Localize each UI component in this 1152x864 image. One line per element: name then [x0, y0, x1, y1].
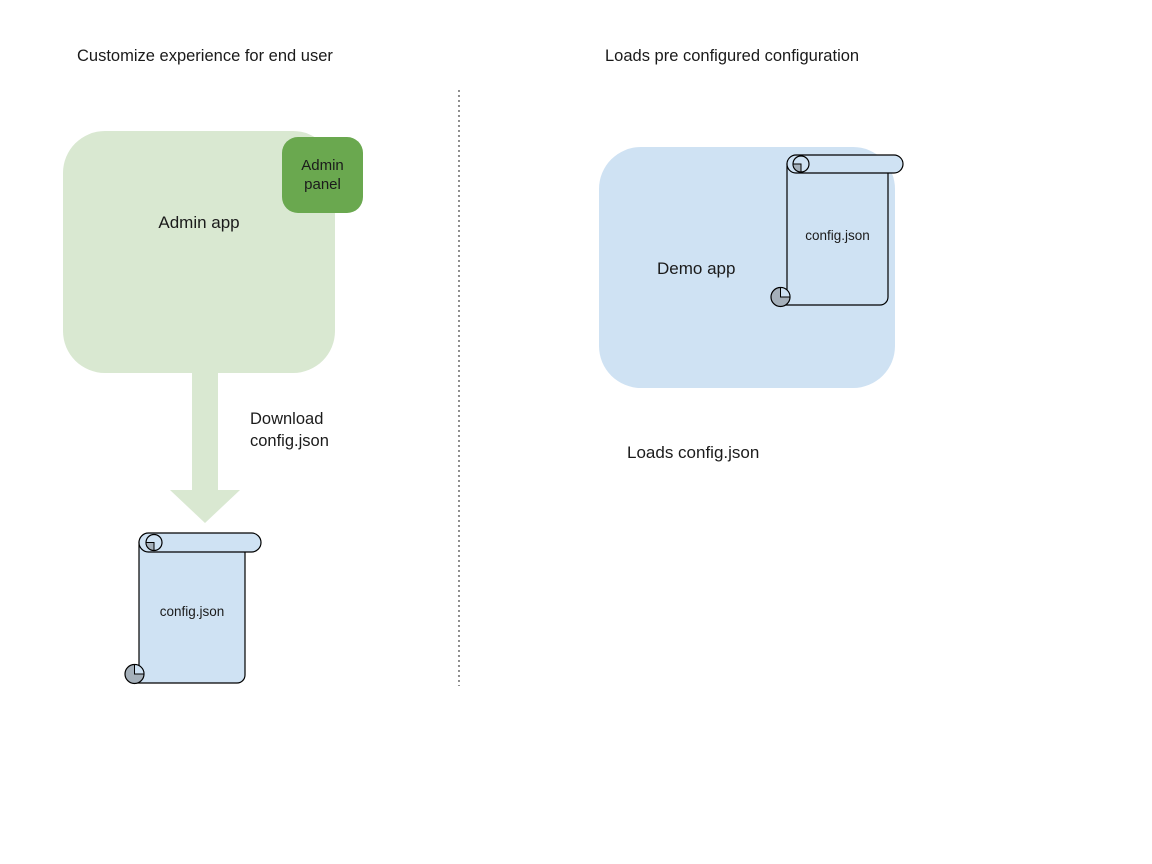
- admin-panel-box: Admin panel: [282, 137, 363, 213]
- right-section-title: Loads pre configured configuration: [605, 47, 860, 65]
- config-json-scroll-icon: [124, 532, 262, 685]
- config-json-scroll-icon: [770, 154, 904, 308]
- config-json-label-right: config.json: [805, 228, 870, 243]
- left-section-title: Customize experience for end user: [77, 47, 333, 65]
- download-arrow-icon: [170, 371, 240, 523]
- loads-config-caption: Loads config.json: [627, 443, 760, 462]
- admin-panel-label: Admin panel: [301, 157, 344, 193]
- demo-app-label: Demo app: [657, 259, 736, 278]
- config-json-label-left: config.json: [159, 604, 225, 619]
- section-divider: [458, 90, 460, 686]
- download-arrow-caption: Download config.json: [250, 410, 329, 450]
- admin-app-label: Admin app: [158, 213, 240, 232]
